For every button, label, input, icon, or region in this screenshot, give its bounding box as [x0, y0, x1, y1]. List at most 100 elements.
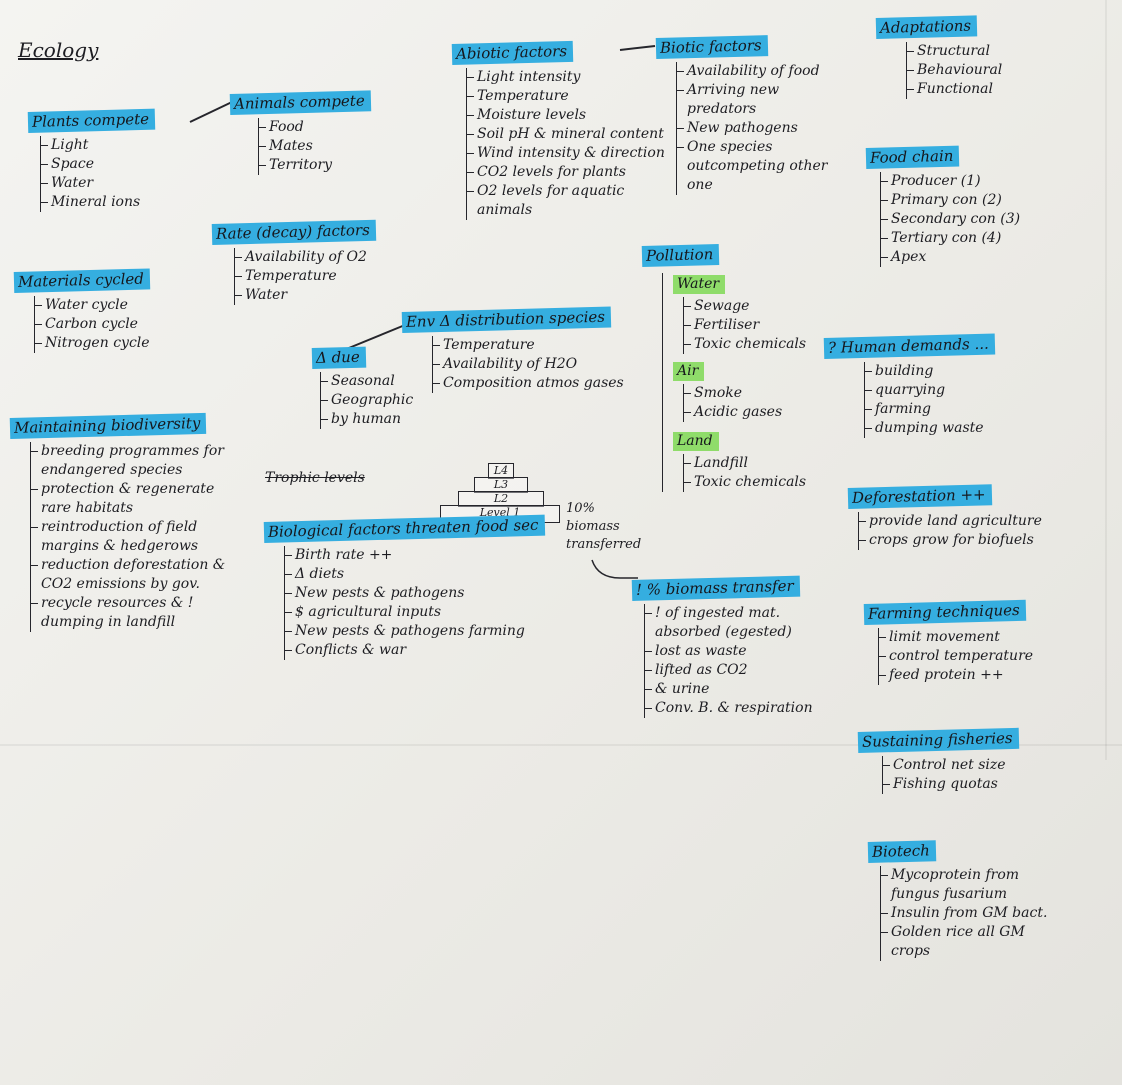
block-header: Env Δ distribution species — [401, 306, 612, 333]
list-item: Water cycle — [35, 296, 204, 315]
item-list: ! of ingested mat. absorbed (egested) lo… — [644, 604, 822, 718]
list-item: Fertiliser — [684, 316, 822, 335]
list-item: Space — [41, 155, 203, 174]
list-item: Toxic chemicals — [684, 473, 822, 492]
block-change-due: Δ due Seasonal Geographic by human — [311, 346, 422, 429]
list-item: provide land agriculture — [859, 512, 1108, 531]
item-list: Availability of food Arriving new predat… — [676, 62, 836, 195]
list-item: Conv. B. & respiration — [645, 699, 822, 718]
list-item: farming — [865, 400, 1044, 419]
list-item: Territory — [259, 156, 400, 175]
block-header: Plants compete — [27, 108, 156, 133]
block-header: Sustaining fisheries — [857, 727, 1019, 753]
item-list: Producer (1) Primary con (2) Secondary c… — [880, 172, 1046, 267]
block-header: Food chain — [865, 145, 960, 169]
list-item: Producer (1) — [881, 172, 1046, 191]
list-item: Availability of H2O — [433, 355, 617, 374]
block-human-demands: ? Human demands ... building quarrying f… — [823, 333, 1044, 438]
item-list: limit movement control temperature feed … — [878, 628, 1064, 685]
block-header: Maintaining biodiversity — [9, 412, 207, 439]
item-list: Food Mates Territory — [258, 118, 400, 175]
list-item: Arriving new predators — [677, 81, 836, 119]
pyramid-note: 10% biomass transferred — [566, 501, 642, 552]
list-item: quarrying — [865, 381, 1044, 400]
item-list: breeding programmes for endangered speci… — [30, 442, 245, 632]
block-sustaining-fisheries: Sustaining fisheries Control net size Fi… — [857, 727, 1058, 794]
list-item: Insulin from GM bact. — [881, 904, 1051, 923]
list-item: Seasonal — [321, 372, 422, 391]
list-item: Control net size — [883, 756, 1058, 775]
block-plants: Plants compete Light Space Water Mineral… — [27, 108, 203, 212]
list-item: Mates — [259, 137, 400, 156]
block-biodiversity: Maintaining biodiversity breeding progra… — [9, 412, 245, 632]
pollution-tree: Water Sewage Fertiliser Toxic chemicals … — [662, 273, 822, 492]
list-item: lost as waste — [645, 642, 822, 661]
item-list: Structural Behavioural Functional — [906, 42, 1046, 99]
struck-heading: Trophic levels — [265, 470, 365, 486]
list-item: New pests & pathogens — [285, 584, 534, 603]
block-header: ? Human demands ... — [823, 333, 996, 359]
list-item: reintroduction of field margins & hedger… — [31, 518, 245, 556]
list-item: dumping waste — [865, 419, 1044, 438]
block-env-distribution: Env Δ distribution species Temperature A… — [401, 306, 624, 393]
list-item: Water — [41, 174, 203, 193]
list-item: Mycoprotein from fungus fusarium — [881, 866, 1051, 904]
block-header: Δ due — [311, 346, 367, 369]
list-item: Golden rice all GM crops — [881, 923, 1051, 961]
paper-fold-line — [0, 744, 1122, 746]
list-item: feed protein ++ — [879, 666, 1064, 685]
item-list: Control net size Fishing quotas — [882, 756, 1058, 794]
list-item: crops grow for biofuels — [859, 531, 1108, 550]
block-header: Abiotic factors — [451, 40, 574, 65]
list-item: Acidic gases — [684, 403, 822, 422]
list-item: lifted as CO2 — [645, 661, 822, 680]
item-list: building quarrying farming dumping waste — [864, 362, 1044, 438]
list-item: Mineral ions — [41, 193, 203, 212]
block-pollution: Pollution Water Sewage Fertiliser Toxic … — [641, 243, 822, 492]
block-header: Deforestation ++ — [847, 484, 992, 509]
list-item: Composition atmos gases — [433, 375, 624, 391]
item-list: Temperature Availability of H2O Composit… — [432, 336, 624, 393]
block-header: Adaptations — [875, 15, 978, 39]
item-list: Light intensity Temperature Moisture lev… — [466, 68, 665, 220]
list-item: Availability of food — [677, 62, 836, 81]
block-food-chain: Food chain Producer (1) Primary con (2) … — [865, 145, 1046, 267]
list-item: Functional — [907, 80, 1046, 99]
list-item: Soil pH & mineral content — [467, 126, 664, 142]
list-item: Sewage — [684, 297, 822, 316]
item-list: Sewage Fertiliser Toxic chemicals — [683, 297, 822, 354]
block-header: Materials cycled — [13, 268, 151, 293]
list-item: Temperature — [235, 267, 412, 286]
list-item: Tertiary con (4) — [881, 229, 1046, 248]
list-item: Toxic chemicals — [684, 335, 822, 354]
block-rate-factors: Rate (decay) factors Availability of O2 … — [211, 219, 412, 305]
block-header: ! % biomass transfer — [631, 575, 800, 601]
block-header: Biotic factors — [655, 35, 768, 59]
list-item: $ agricultural inputs — [285, 603, 534, 622]
list-item: Structural — [907, 42, 1046, 61]
item-list: Seasonal Geographic by human — [320, 372, 422, 429]
block-abiotic: Abiotic factors Light intensity Temperat… — [451, 40, 665, 220]
list-item: Behavioural — [907, 61, 1046, 80]
list-item: One species outcompeting other one — [677, 138, 836, 195]
list-item: ! of ingested mat. absorbed (egested) — [645, 604, 822, 642]
item-list: Availability of O2 Temperature Water — [234, 248, 412, 305]
list-item: by human — [321, 410, 422, 429]
block-materials-cycled: Materials cycled Water cycle Carbon cycl… — [13, 268, 204, 353]
list-item: Light intensity — [467, 68, 652, 87]
block-header: Biotech — [867, 840, 937, 863]
block-biomass-transfer: ! % biomass transfer ! of ingested mat. … — [631, 575, 822, 718]
list-item: Temperature — [467, 87, 652, 106]
paper-edge-line — [1105, 0, 1107, 760]
list-item: CO2 levels for plants — [467, 163, 652, 182]
item-list: Light Space Water Mineral ions — [40, 136, 203, 212]
list-item: recycle resources & ! dumping in landfil… — [31, 594, 245, 632]
list-item: Δ diets — [285, 565, 534, 584]
list-item: Moisture levels — [467, 106, 652, 125]
block-header: Rate (decay) factors — [211, 219, 377, 245]
list-item: protection & regenerate rare habitats — [31, 480, 245, 518]
list-item: Temperature — [433, 336, 617, 355]
block-biological-factors: Biological factors threaten food sec Bir… — [263, 514, 545, 660]
block-biotic: Biotic factors Availability of food Arri… — [655, 35, 836, 195]
